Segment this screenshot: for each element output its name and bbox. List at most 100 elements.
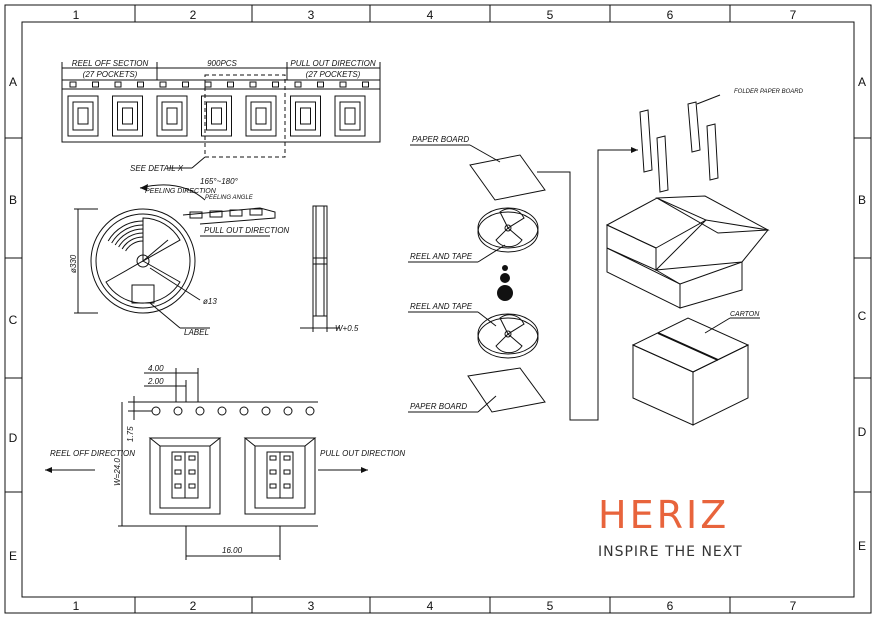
sprocket-hole — [204, 81, 212, 88]
hub-diameter-label: ø13 — [203, 297, 217, 306]
reel-off-pockets-label: (27 POCKETS) — [83, 70, 138, 79]
sprocket-hole — [92, 81, 99, 88]
pocket-component — [344, 107, 356, 125]
see-detail-label: SEE DETAIL X — [130, 164, 184, 173]
stack-dot-large — [497, 285, 513, 301]
reel-front-view: ø330 ø13 LABEL 165°~180° PEELING DIRECTI… — [69, 177, 289, 337]
paper-board-bottom — [467, 367, 546, 413]
tape-pocket — [156, 95, 188, 137]
closed-carton: CARTON — [631, 311, 760, 426]
row-label-right-C: C — [858, 309, 867, 323]
pull-out-direction-label: PULL OUT DIRECTION — [290, 59, 375, 68]
pocket-component — [166, 107, 178, 125]
detail-x-view: 4.00 2.00 1.75 W=24.0 16.00 REEL OFF DIR… — [45, 364, 405, 560]
col-label-bottom-7: 7 — [790, 599, 797, 613]
reel-off-direction-label: REEL OFF DIRECTION — [50, 449, 135, 458]
pocket-inner — [339, 101, 361, 131]
col-label-top-7: 7 — [790, 8, 797, 22]
reel-winding — [121, 236, 144, 250]
assembly-flow-arrow — [537, 149, 638, 421]
col-label-top-6: 6 — [667, 8, 674, 22]
tape-pocket — [334, 95, 366, 137]
reel-diameter-label: ø330 — [69, 254, 78, 273]
paper-board-bottom-label: PAPER BOARD — [410, 402, 467, 411]
col-label-bottom-3: 3 — [308, 599, 315, 613]
reel-label-box — [131, 284, 155, 304]
pocket-inner — [295, 101, 316, 131]
col-label-top-5: 5 — [547, 8, 554, 22]
pull-out-direction-detail-label: PULL OUT DIRECTION — [320, 449, 405, 458]
reel-off-section-label: REEL OFF SECTION — [72, 59, 149, 68]
open-carton — [605, 195, 770, 309]
pocket-inner — [72, 101, 94, 131]
col-label-bottom-1: 1 — [73, 599, 80, 613]
component-left — [148, 437, 222, 515]
sprocket-hole — [182, 81, 189, 88]
reel-and-tape-2-label: REEL AND TAPE — [410, 302, 473, 311]
pocket-component — [255, 107, 267, 125]
col-label-top-4: 4 — [427, 8, 434, 22]
dim-edge-1-75: 1.75 — [126, 426, 135, 442]
detail-sprocket-hole — [217, 406, 227, 416]
pocket-component — [122, 107, 133, 125]
stack-dot-medium — [500, 273, 510, 283]
label-callout: LABEL — [184, 328, 209, 337]
carton-label: CARTON — [730, 311, 760, 318]
pocket-inner — [117, 101, 138, 131]
tape-pocket — [112, 95, 143, 137]
row-label-right-B: B — [858, 193, 866, 207]
detail-sprocket-hole — [173, 406, 183, 416]
sprocket-hole — [69, 81, 77, 88]
col-label-top-2: 2 — [190, 8, 197, 22]
component-right — [243, 437, 317, 515]
tape-pocket — [290, 95, 321, 137]
col-label-top-1: 1 — [73, 8, 80, 22]
brand-tagline: INSPIRE THE NEXT — [598, 544, 743, 560]
sprocket-hole — [339, 81, 347, 88]
paper-board-top-label: PAPER BOARD — [412, 135, 469, 144]
sprocket-hole — [114, 81, 122, 88]
sprocket-hole — [362, 81, 369, 88]
stack-dot-small — [502, 265, 508, 271]
row-label-left-C: C — [9, 313, 18, 327]
tape-pocket — [201, 95, 232, 137]
pocket-inner — [250, 101, 272, 131]
detail-sprocket-hole — [151, 406, 161, 416]
column-markers: 1 2 3 4 5 6 7 1 2 3 4 5 6 7 — [73, 5, 797, 613]
reel-winding — [125, 240, 144, 252]
detail-sprocket-hole — [261, 406, 271, 416]
dim-pitch-4: 4.00 — [148, 364, 164, 373]
peeling-angle-range: 165°~180° — [200, 177, 239, 186]
col-label-bottom-6: 6 — [667, 599, 674, 613]
reel-side-view: W+0.5 — [300, 205, 359, 333]
pocket-inner — [206, 101, 227, 131]
col-label-bottom-4: 4 — [427, 599, 434, 613]
carrier-tape-strip: REEL OFF SECTION (27 POCKETS) 900PCS PUL… — [61, 59, 381, 173]
peeling-angle-label: PEELING ANGLE — [205, 195, 254, 201]
row-label-right-D: D — [858, 425, 867, 439]
row-label-left-E: E — [9, 549, 17, 563]
outer-border — [4, 4, 872, 614]
brand-logo: HERIZ INSPIRE THE NEXT — [598, 493, 743, 560]
reel-width-label: W+0.5 — [335, 324, 359, 333]
reel-winding — [118, 232, 144, 248]
sprocket-hole — [317, 81, 324, 88]
inner-border — [21, 21, 855, 598]
detail-x-box — [204, 74, 286, 158]
sprocket-hole — [227, 81, 234, 88]
detail-sprocket-hole — [305, 406, 315, 416]
row-label-right-A: A — [858, 75, 866, 89]
peeling-direction-label: PEELING DIRECTION — [145, 188, 217, 195]
pocket-inner — [161, 101, 183, 131]
folder-label-1: FOLDER PAPER BOARD — [734, 89, 804, 95]
row-markers: A B C D E A B C D E — [5, 75, 871, 563]
tape-pocket — [245, 95, 277, 137]
pocket-component — [77, 107, 89, 125]
tape-pocket — [67, 95, 99, 137]
brand-name: HERIZ — [598, 493, 729, 537]
detail-sprocket-hole — [283, 406, 293, 416]
detail-sprocket-hole — [195, 406, 205, 416]
sprocket-hole — [272, 81, 279, 88]
reel-iso-1 — [477, 207, 539, 253]
